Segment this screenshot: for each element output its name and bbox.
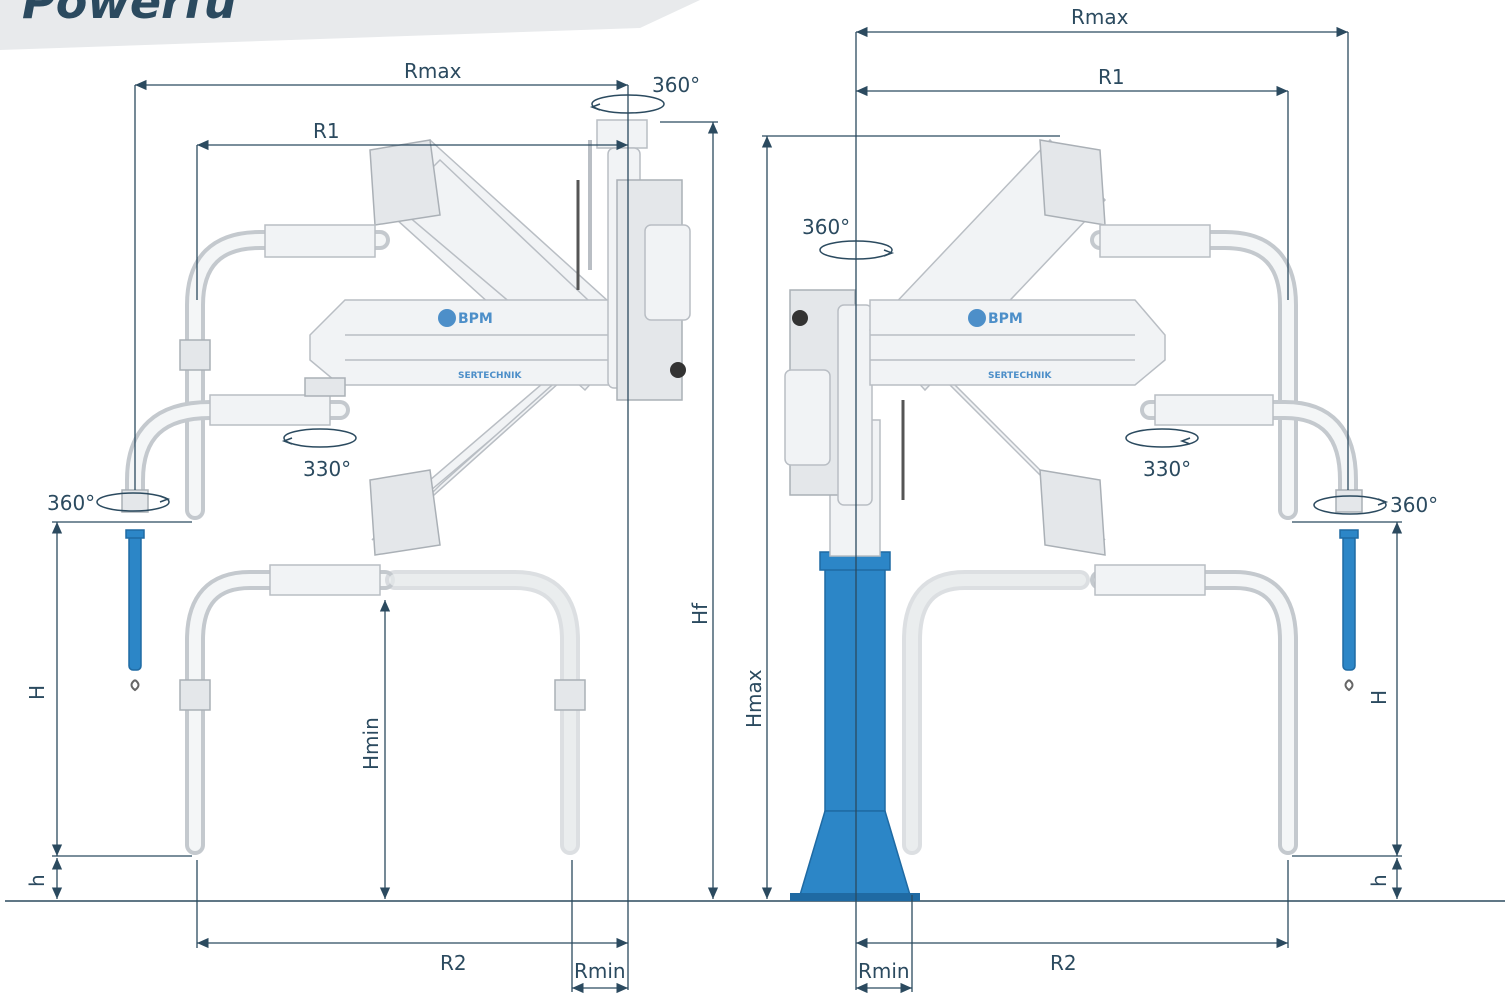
right-end-effector (1335, 489, 1363, 692)
header-title: Powerfu (22, 0, 236, 29)
right-rotation-top-label: 360° (802, 215, 850, 239)
right-rmax-label: Rmax (1071, 5, 1129, 29)
brand-logo-bpm: BPM (988, 311, 1023, 327)
right-slewing-head (784, 289, 905, 506)
left-end-effector (121, 489, 149, 692)
left-boom: BPM SERTECHNIK (309, 299, 611, 386)
rotation-arrow-icon (1313, 495, 1389, 515)
right-boom: BPM SERTECHNIK (869, 299, 1166, 386)
left-hf-label: Hf (688, 602, 712, 625)
rotation-arrow-icon (589, 94, 665, 114)
rotation-arrow-icon (819, 240, 895, 260)
left-dimensions: Rmax R1 R2 Rmin Hf Hmin H h (25, 59, 719, 994)
right-h-small-label: h (1367, 874, 1391, 887)
right-dimensions: Rmax R1 R2 Rmin Hmax H h (742, 5, 1403, 994)
left-rotation-end-label: 360° (47, 491, 95, 515)
left-upper-pipe (179, 224, 390, 520)
left-rotations: 360° 330° 360° (47, 73, 700, 515)
left-hmin-label: Hmin (359, 717, 383, 770)
right-h-label: H (1367, 690, 1391, 705)
right-rotation-mid-label: 330° (1143, 457, 1191, 481)
rotation-arrow-icon (96, 492, 171, 512)
bpm-logo-icon (968, 309, 986, 327)
right-rmin-label: Rmin (858, 959, 910, 983)
right-hmax-label: Hmax (742, 669, 766, 728)
right-r1-label: R1 (1098, 65, 1125, 89)
bpm-logo-icon (438, 309, 456, 327)
brand-logo-sertechnik: SERTECHNIK (988, 371, 1052, 381)
rotation-arrow-icon (1125, 428, 1199, 448)
left-h-small-label: h (25, 874, 49, 887)
left-rmin-label: Rmin (574, 959, 626, 983)
left-rotation-top-label: 360° (652, 73, 700, 97)
right-r2-label: R2 (1050, 951, 1077, 975)
right-loading-arm: BPM SERTECHNIK (742, 5, 1438, 994)
right-retracted-pipes (902, 564, 1298, 855)
left-h-label: H (25, 685, 49, 700)
right-rotation-end-label: 360° (1390, 493, 1438, 517)
right-rotations: 360° 330° 360° (802, 215, 1438, 517)
brand-logo-sertechnik: SERTECHNIK (458, 371, 522, 381)
left-retracted-pipes (179, 564, 586, 855)
left-loading-arm: BPM SERTECHNIK (25, 59, 719, 994)
right-upper-linkage (868, 138, 1107, 556)
left-r2-label: R2 (440, 951, 467, 975)
header-band: Powerfu (0, 0, 700, 50)
left-rotation-mid-label: 330° (303, 457, 351, 481)
brand-logo-bpm: BPM (458, 311, 493, 327)
rotation-arrow-icon (281, 428, 357, 448)
left-r1-label: R1 (313, 119, 340, 143)
left-rmax-label: Rmax (404, 59, 462, 83)
